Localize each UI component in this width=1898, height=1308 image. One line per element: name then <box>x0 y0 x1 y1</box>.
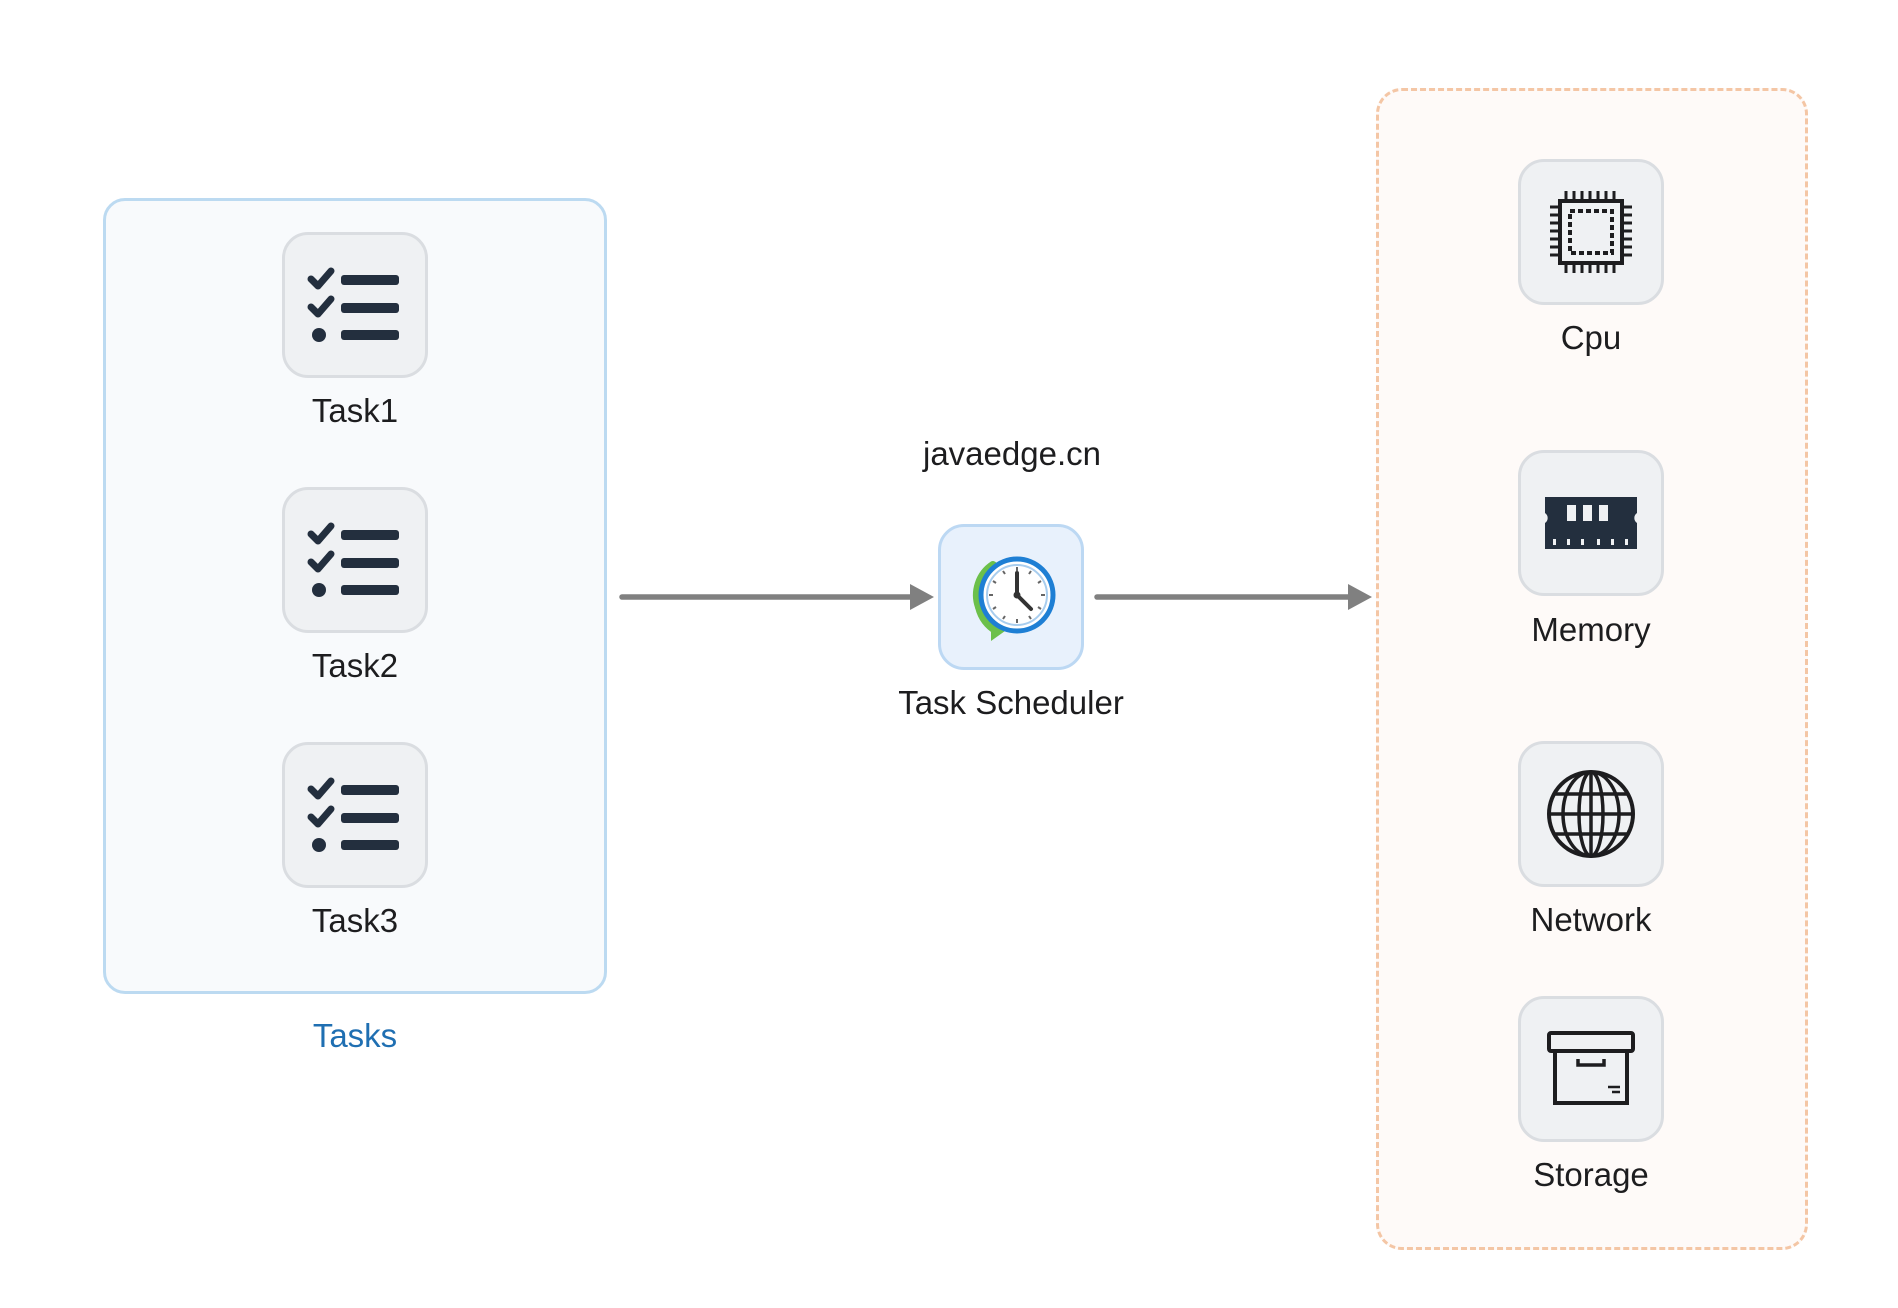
memory-node[interactable] <box>1518 450 1664 596</box>
arrow-tasks-to-scheduler <box>619 584 934 610</box>
archive-box-icon <box>1547 1031 1635 1105</box>
task2-label: Task2 <box>311 647 399 684</box>
watermark-text: javaedge.cn <box>923 435 1101 472</box>
cpu-node[interactable] <box>1518 159 1664 305</box>
task1-node[interactable] <box>282 232 428 378</box>
task-scheduler-label: Task Scheduler <box>898 684 1124 721</box>
task-list-icon <box>307 267 399 342</box>
task3-label: Task3 <box>311 902 399 939</box>
clock-refresh-icon <box>972 556 1056 641</box>
memory-icon <box>1545 497 1637 549</box>
task-scheduler-node[interactable] <box>938 524 1084 670</box>
arrow-scheduler-to-resources <box>1094 584 1372 610</box>
task2-node[interactable] <box>282 487 428 633</box>
globe-icon <box>1547 770 1635 858</box>
task1-label: Task1 <box>311 392 399 429</box>
cpu-label: Cpu <box>1560 319 1622 356</box>
network-label: Network <box>1530 901 1652 938</box>
memory-label: Memory <box>1531 611 1651 648</box>
task3-node[interactable] <box>282 742 428 888</box>
tasks-group-label: Tasks <box>312 1017 398 1054</box>
cpu-icon <box>1550 191 1632 273</box>
storage-label: Storage <box>1533 1156 1649 1193</box>
network-node[interactable] <box>1518 741 1664 887</box>
task-list-icon <box>307 777 399 852</box>
task-list-icon <box>307 522 399 597</box>
storage-node[interactable] <box>1518 996 1664 1142</box>
